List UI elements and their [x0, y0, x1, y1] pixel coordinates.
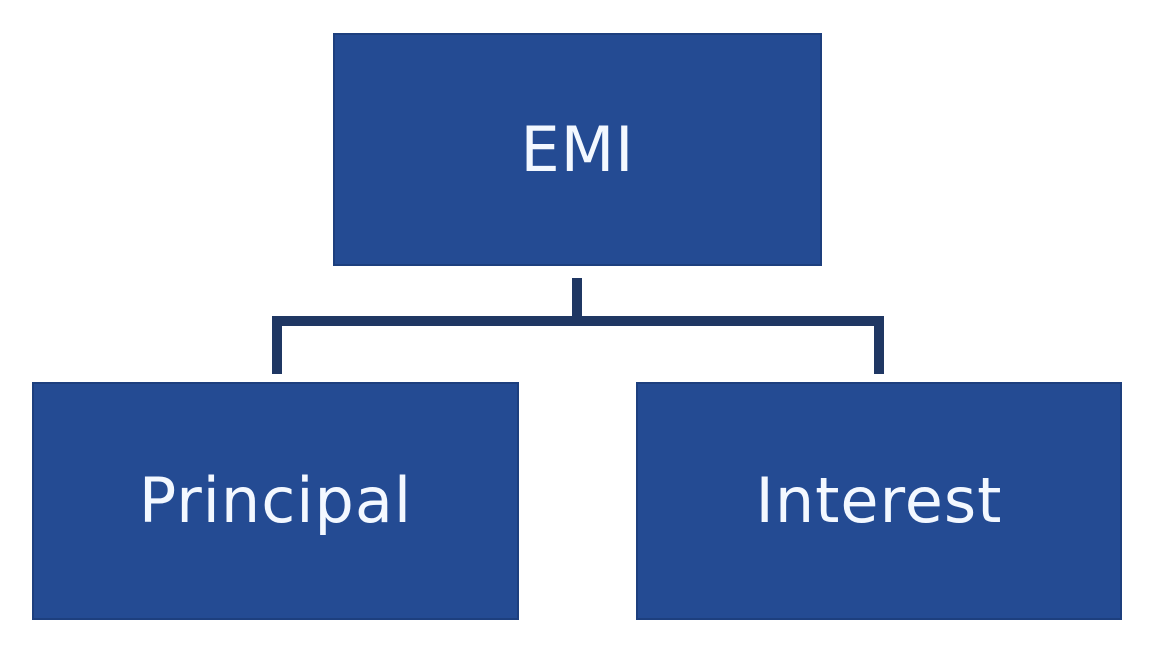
connector-root-stem [572, 278, 582, 326]
connector-right-drop [874, 316, 884, 374]
node-principal-label: Principal [138, 464, 413, 537]
node-emi: EMI [333, 33, 822, 266]
connector-left-drop [272, 316, 282, 374]
connector-horizontal-bar [272, 316, 884, 326]
node-interest-label: Interest [755, 464, 1003, 537]
node-interest: Interest [636, 382, 1122, 620]
node-principal: Principal [32, 382, 519, 620]
node-emi-label: EMI [520, 112, 635, 186]
